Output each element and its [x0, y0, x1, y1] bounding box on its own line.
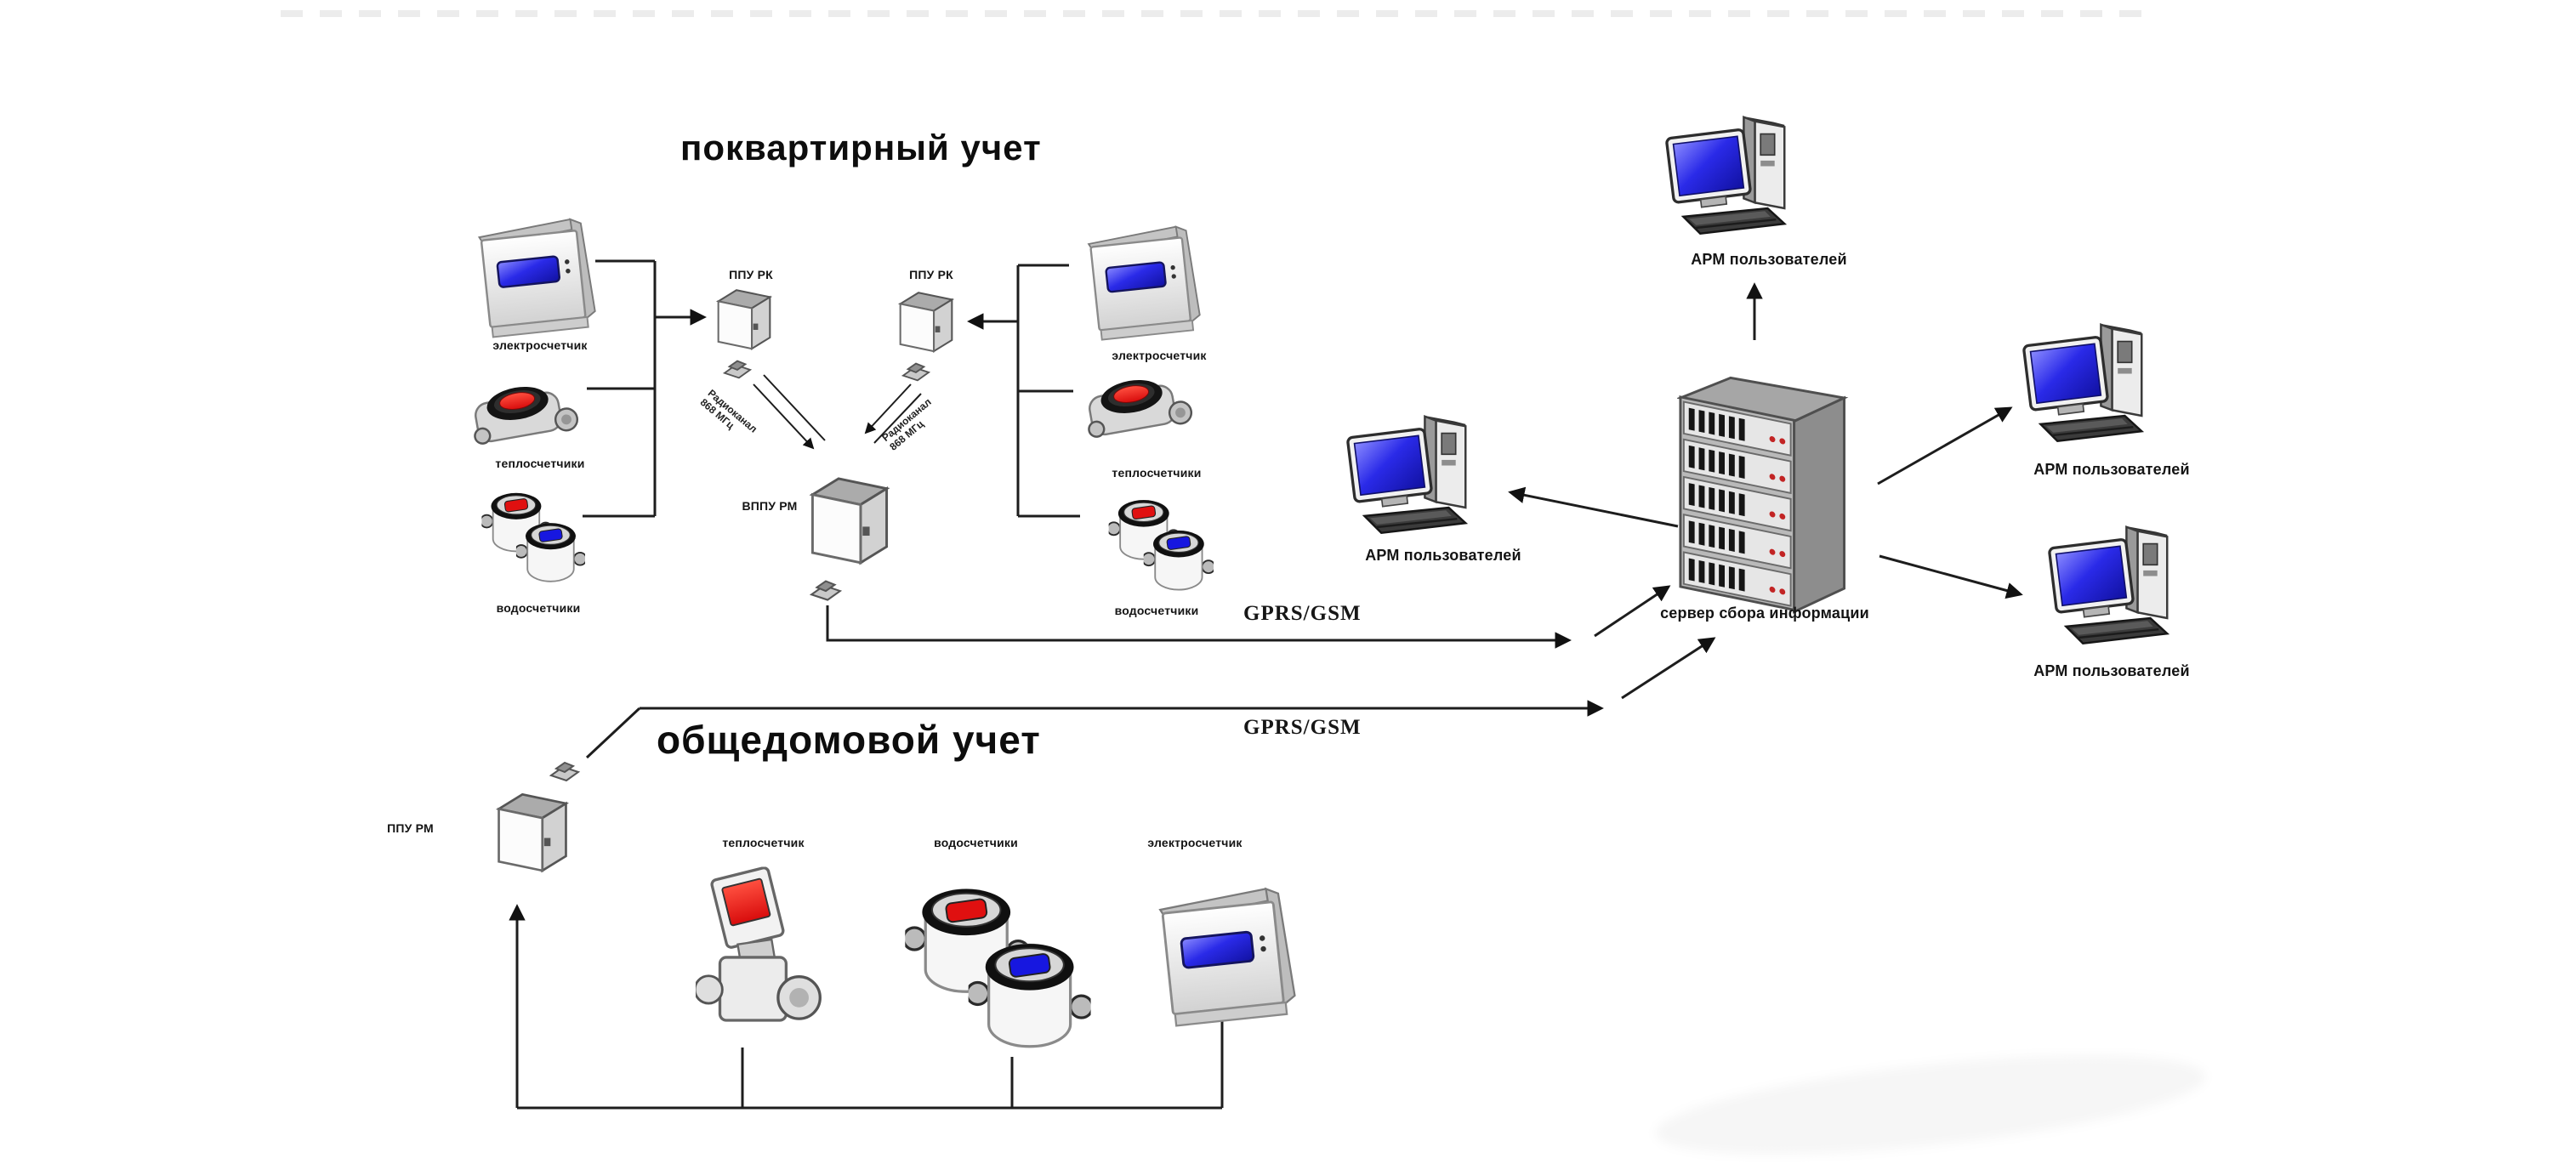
- gprs-gsm-label: GPRS/GSM: [1243, 602, 1362, 625]
- section-title-apartment-metering: поквартирный учет: [680, 128, 1042, 168]
- water-meters-icon: [481, 491, 585, 582]
- antenna-icon: [721, 355, 753, 383]
- gprs-gsm-label: GPRS/GSM: [1243, 716, 1362, 739]
- water-meters-icon: [1108, 499, 1214, 591]
- ppu-rk-label: ППУ РК: [909, 268, 953, 281]
- vppu-rm-node: [805, 463, 895, 574]
- meter-label: электросчетчик: [492, 338, 588, 352]
- electric-meter-icon: [1080, 217, 1201, 348]
- antenna-icon: [808, 575, 844, 605]
- workstation-icon: [1346, 408, 1487, 551]
- antenna-icon: [900, 358, 932, 385]
- workstation-label: АРМ пользователей: [1691, 251, 1847, 268]
- meter-label: водосчетчики: [1114, 604, 1199, 617]
- ppu-rk-label: ППУ РК: [729, 268, 773, 281]
- workstation-icon: [1665, 109, 1805, 252]
- ppu-rm-label: ППУ РМ: [387, 821, 434, 835]
- heat-meter-icon: [696, 866, 825, 1046]
- meter-label: электросчетчик: [1112, 349, 1207, 362]
- top-dashed-line: [281, 10, 2143, 17]
- meter-label: теплосчетчики: [495, 457, 585, 470]
- antenna-icon: [548, 757, 582, 786]
- ppu-rm-node: [492, 776, 573, 885]
- meter-label: электросчетчик: [1147, 836, 1243, 849]
- workstation-label: АРМ пользователей: [2033, 662, 2190, 679]
- vppu-rm-label: ВППУ РМ: [742, 499, 798, 513]
- section-title-building-metering: общедомовой учет: [657, 718, 1041, 762]
- meter-label: теплосчетчик: [722, 836, 805, 849]
- heat-meter-icon: [466, 372, 583, 457]
- workstation-icon: [2022, 316, 2163, 459]
- meter-label: теплосчетчики: [1112, 466, 1202, 480]
- workstation-label: АРМ пользователей: [1365, 547, 1521, 564]
- workstation-icon: [2048, 519, 2188, 661]
- workstation-label: АРМ пользователей: [2033, 461, 2190, 478]
- ppu-rk-node: [713, 283, 776, 353]
- ppu-rk-node: [895, 286, 958, 355]
- heat-meter-icon: [1080, 366, 1197, 451]
- server-label: сервер сбора информации: [1660, 605, 1869, 622]
- meter-label: водосчетчики: [934, 836, 1018, 849]
- meter-label: водосчетчики: [496, 601, 581, 615]
- water-meters-icon: [905, 887, 1091, 1048]
- electric-meter-icon: [470, 209, 596, 345]
- electric-meter-icon: [1150, 869, 1296, 1043]
- server-rack: [1677, 372, 1869, 616]
